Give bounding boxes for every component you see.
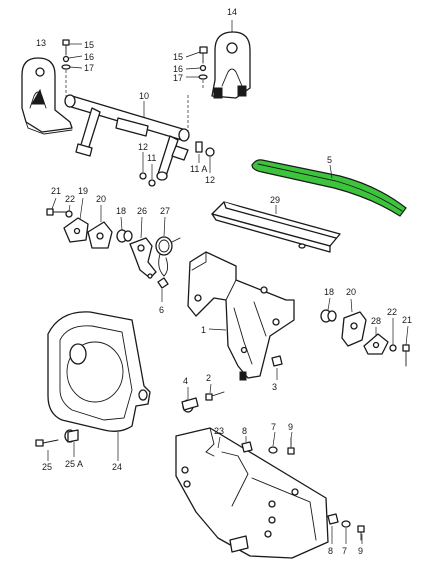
callout-27: 27	[160, 206, 170, 216]
callout-23: 23	[214, 426, 224, 436]
bushing-18-right	[320, 309, 337, 323]
callout-7-top: 7	[271, 422, 276, 432]
callout-12-left: 12	[138, 142, 148, 152]
callout-3: 3	[272, 382, 277, 392]
bolt-2	[205, 391, 225, 401]
callout-20-right: 20	[346, 287, 356, 297]
screw-9-top	[287, 437, 295, 455]
bracket-14	[211, 31, 251, 99]
highlight-fill	[251, 159, 407, 217]
callout-1: 1	[201, 325, 206, 335]
callout-9-bottom: 9	[358, 546, 363, 556]
callout-9-top: 9	[288, 422, 293, 432]
callout-19: 19	[78, 186, 88, 196]
callout-16-right: 16	[173, 64, 183, 74]
bushing-25A	[64, 429, 79, 443]
spring-27	[155, 236, 181, 277]
bushing-4	[181, 397, 199, 413]
screw-25	[35, 439, 59, 447]
callout-13: 13	[36, 38, 46, 48]
callout-17-left: 17	[84, 63, 94, 73]
callout-18-left: 18	[116, 206, 126, 216]
main-bracket-1	[187, 251, 295, 381]
nut-3	[271, 355, 283, 367]
callout-21-left: 21	[51, 186, 61, 196]
callout-10: 10	[139, 91, 149, 101]
callout-15-right: 15	[173, 52, 183, 62]
callout-14: 14	[227, 7, 237, 17]
callout-26: 26	[137, 206, 147, 216]
callout-21-right: 21	[402, 315, 412, 325]
plate-20-left	[87, 221, 113, 249]
callout-16-left: 16	[84, 52, 94, 62]
callout-25A: 25 A	[65, 459, 83, 469]
callout-2: 2	[206, 373, 211, 383]
callout-24: 24	[112, 462, 122, 472]
plate-19	[63, 217, 89, 243]
callout-6: 6	[159, 305, 164, 315]
plate-20-right	[341, 311, 367, 347]
callout-17-right: 17	[173, 73, 183, 83]
screw-9-bottom	[357, 525, 365, 541]
callout-12-right: 12	[205, 175, 215, 185]
callout-20-left: 20	[96, 194, 106, 204]
callout-8-top: 8	[242, 426, 247, 436]
bolt-15-left	[61, 39, 71, 70]
trim-strip-5-highlighted	[251, 159, 407, 217]
bracket-13	[21, 57, 73, 135]
callout-11: 11	[147, 153, 156, 163]
callout-28: 28	[371, 316, 381, 326]
shaft-10	[64, 94, 190, 181]
callout-4: 4	[183, 376, 188, 386]
plate-28	[363, 333, 389, 355]
callout-15-left: 15	[84, 40, 94, 50]
callout-11A: 11 A	[190, 164, 207, 174]
bolt-15-right	[198, 46, 208, 80]
lever-26	[129, 237, 157, 279]
bushing-18-left	[116, 229, 133, 243]
screw-21-left	[46, 208, 67, 216]
screw-21-right	[402, 344, 410, 367]
callout-25: 25	[42, 462, 52, 472]
callout-22-right: 22	[387, 307, 397, 317]
callout-18-right: 18	[324, 287, 334, 297]
channel-29	[211, 201, 341, 253]
housing-24	[47, 311, 151, 432]
callout-22-left: 22	[65, 194, 75, 204]
callout-5: 5	[327, 155, 332, 165]
mounting-plate-23	[175, 427, 329, 559]
callout-29: 29	[270, 195, 280, 205]
callout-7-bottom: 7	[342, 546, 347, 556]
callout-8-bottom: 8	[328, 546, 333, 556]
